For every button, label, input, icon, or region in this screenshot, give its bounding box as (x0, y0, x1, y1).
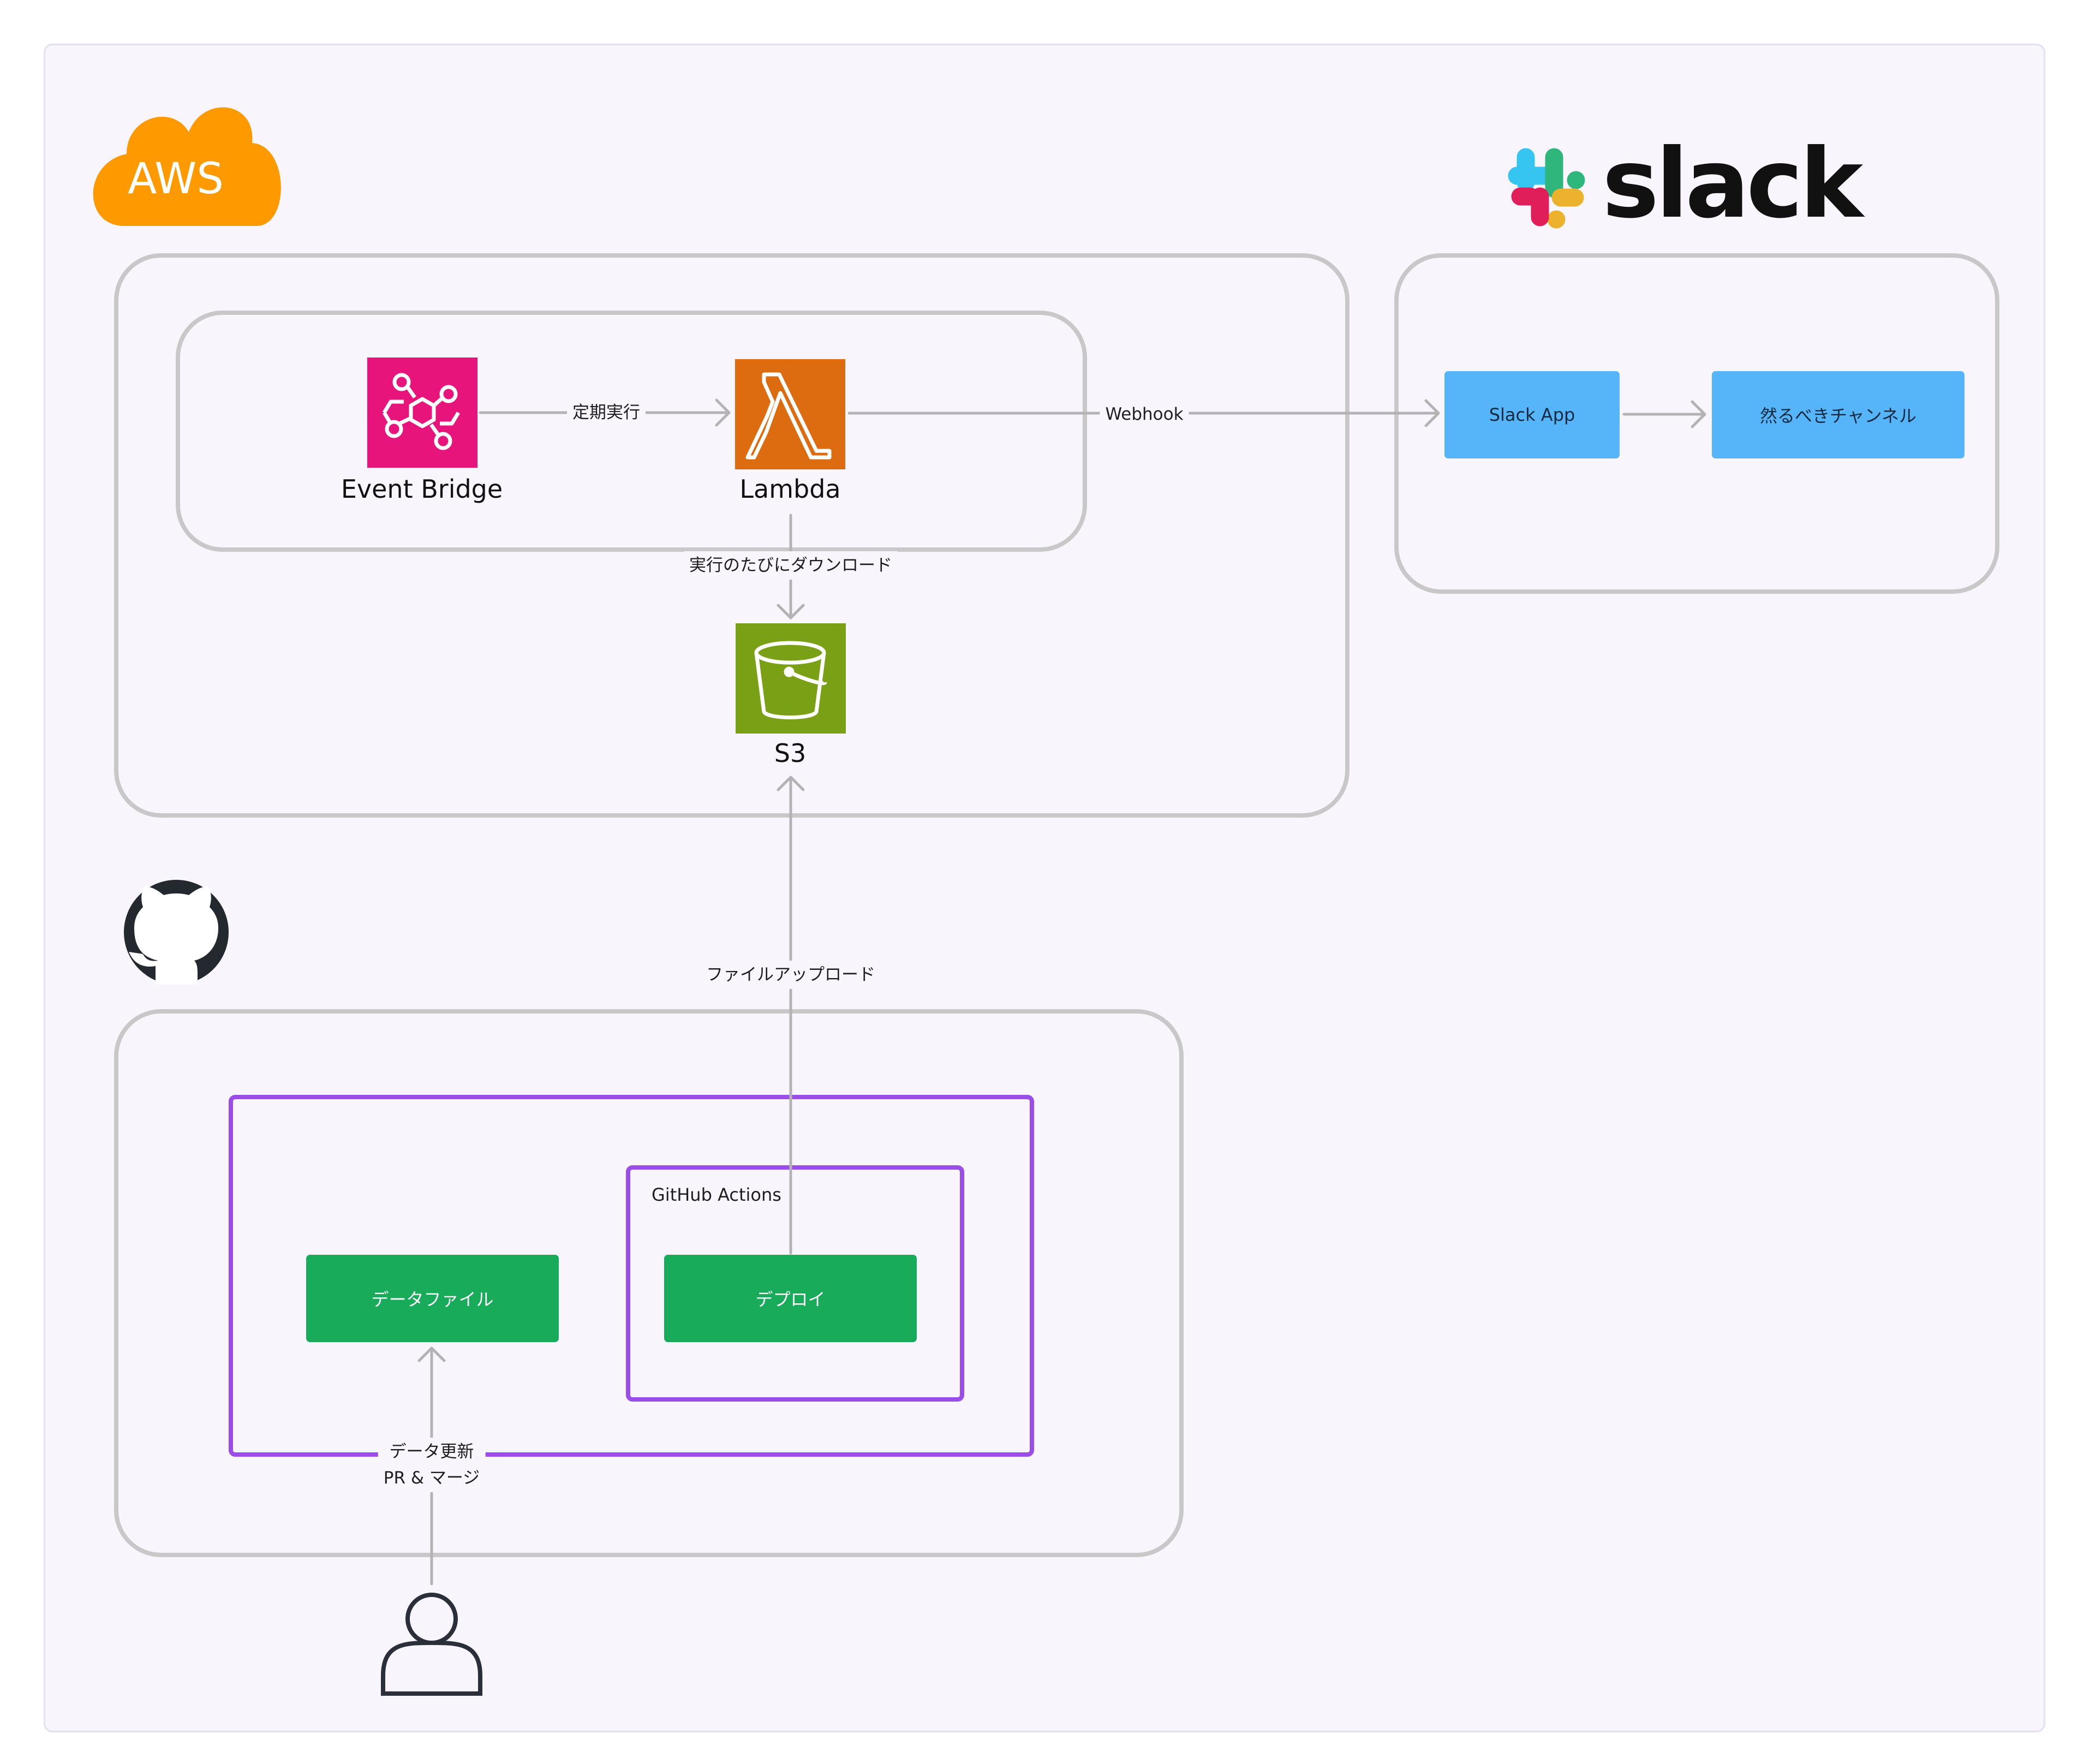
edge-update-arrowhead (417, 1346, 446, 1362)
edge-upload-arrowhead (777, 776, 805, 791)
edge-label-update: データ更新 PR & マージ (378, 1438, 486, 1492)
s3-bucket-icon (736, 623, 846, 734)
slack-wordmark: slack (1602, 129, 1863, 240)
slack-icon (1508, 148, 1585, 229)
edge-label-update-line2: PR & マージ (383, 1468, 480, 1488)
github-actions-group (626, 1165, 964, 1402)
repository-group (229, 1095, 1034, 1457)
github-icon (124, 880, 229, 985)
deploy-node[interactable]: デプロイ (664, 1255, 917, 1342)
lambda-icon (735, 359, 845, 469)
aws-account-group (114, 253, 1349, 818)
edge-label-update-line1: データ更新 (389, 1442, 474, 1462)
aws-scheduler-group (176, 311, 1087, 552)
slack-workspace-group (1394, 253, 1999, 594)
diagram-canvas (44, 44, 2045, 1732)
edge-label-download: 実行のたびにダウンロード (684, 551, 898, 580)
slack-app-node[interactable]: Slack App (1444, 371, 1620, 458)
edge-label-schedule: 定期実行 (567, 398, 646, 427)
github-group (114, 1009, 1184, 1557)
data-file-node[interactable]: データファイル (306, 1255, 559, 1342)
user-icon (381, 1593, 482, 1696)
aws-cloud-icon (93, 107, 281, 226)
aws-logo-text: AWS (128, 154, 224, 204)
edge-channel-arrowhead (1691, 400, 1706, 428)
edge-label-upload: ファイルアップロード (701, 961, 881, 989)
github-actions-title: GitHub Actions (652, 1184, 781, 1205)
edge-label-webhook: Webhook (1100, 400, 1189, 428)
edge-download-arrowhead (777, 604, 805, 619)
s3-label: S3 (774, 738, 807, 768)
edge-webhook-arrowhead (1424, 399, 1440, 427)
eventbridge-label: Event Bridge (341, 474, 503, 504)
eventbridge-icon (367, 357, 477, 468)
edge-schedule-arrowhead (715, 398, 731, 427)
slack-channel-node[interactable]: 然るべきチャンネル (1712, 371, 1964, 458)
lambda-label: Lambda (739, 474, 841, 504)
